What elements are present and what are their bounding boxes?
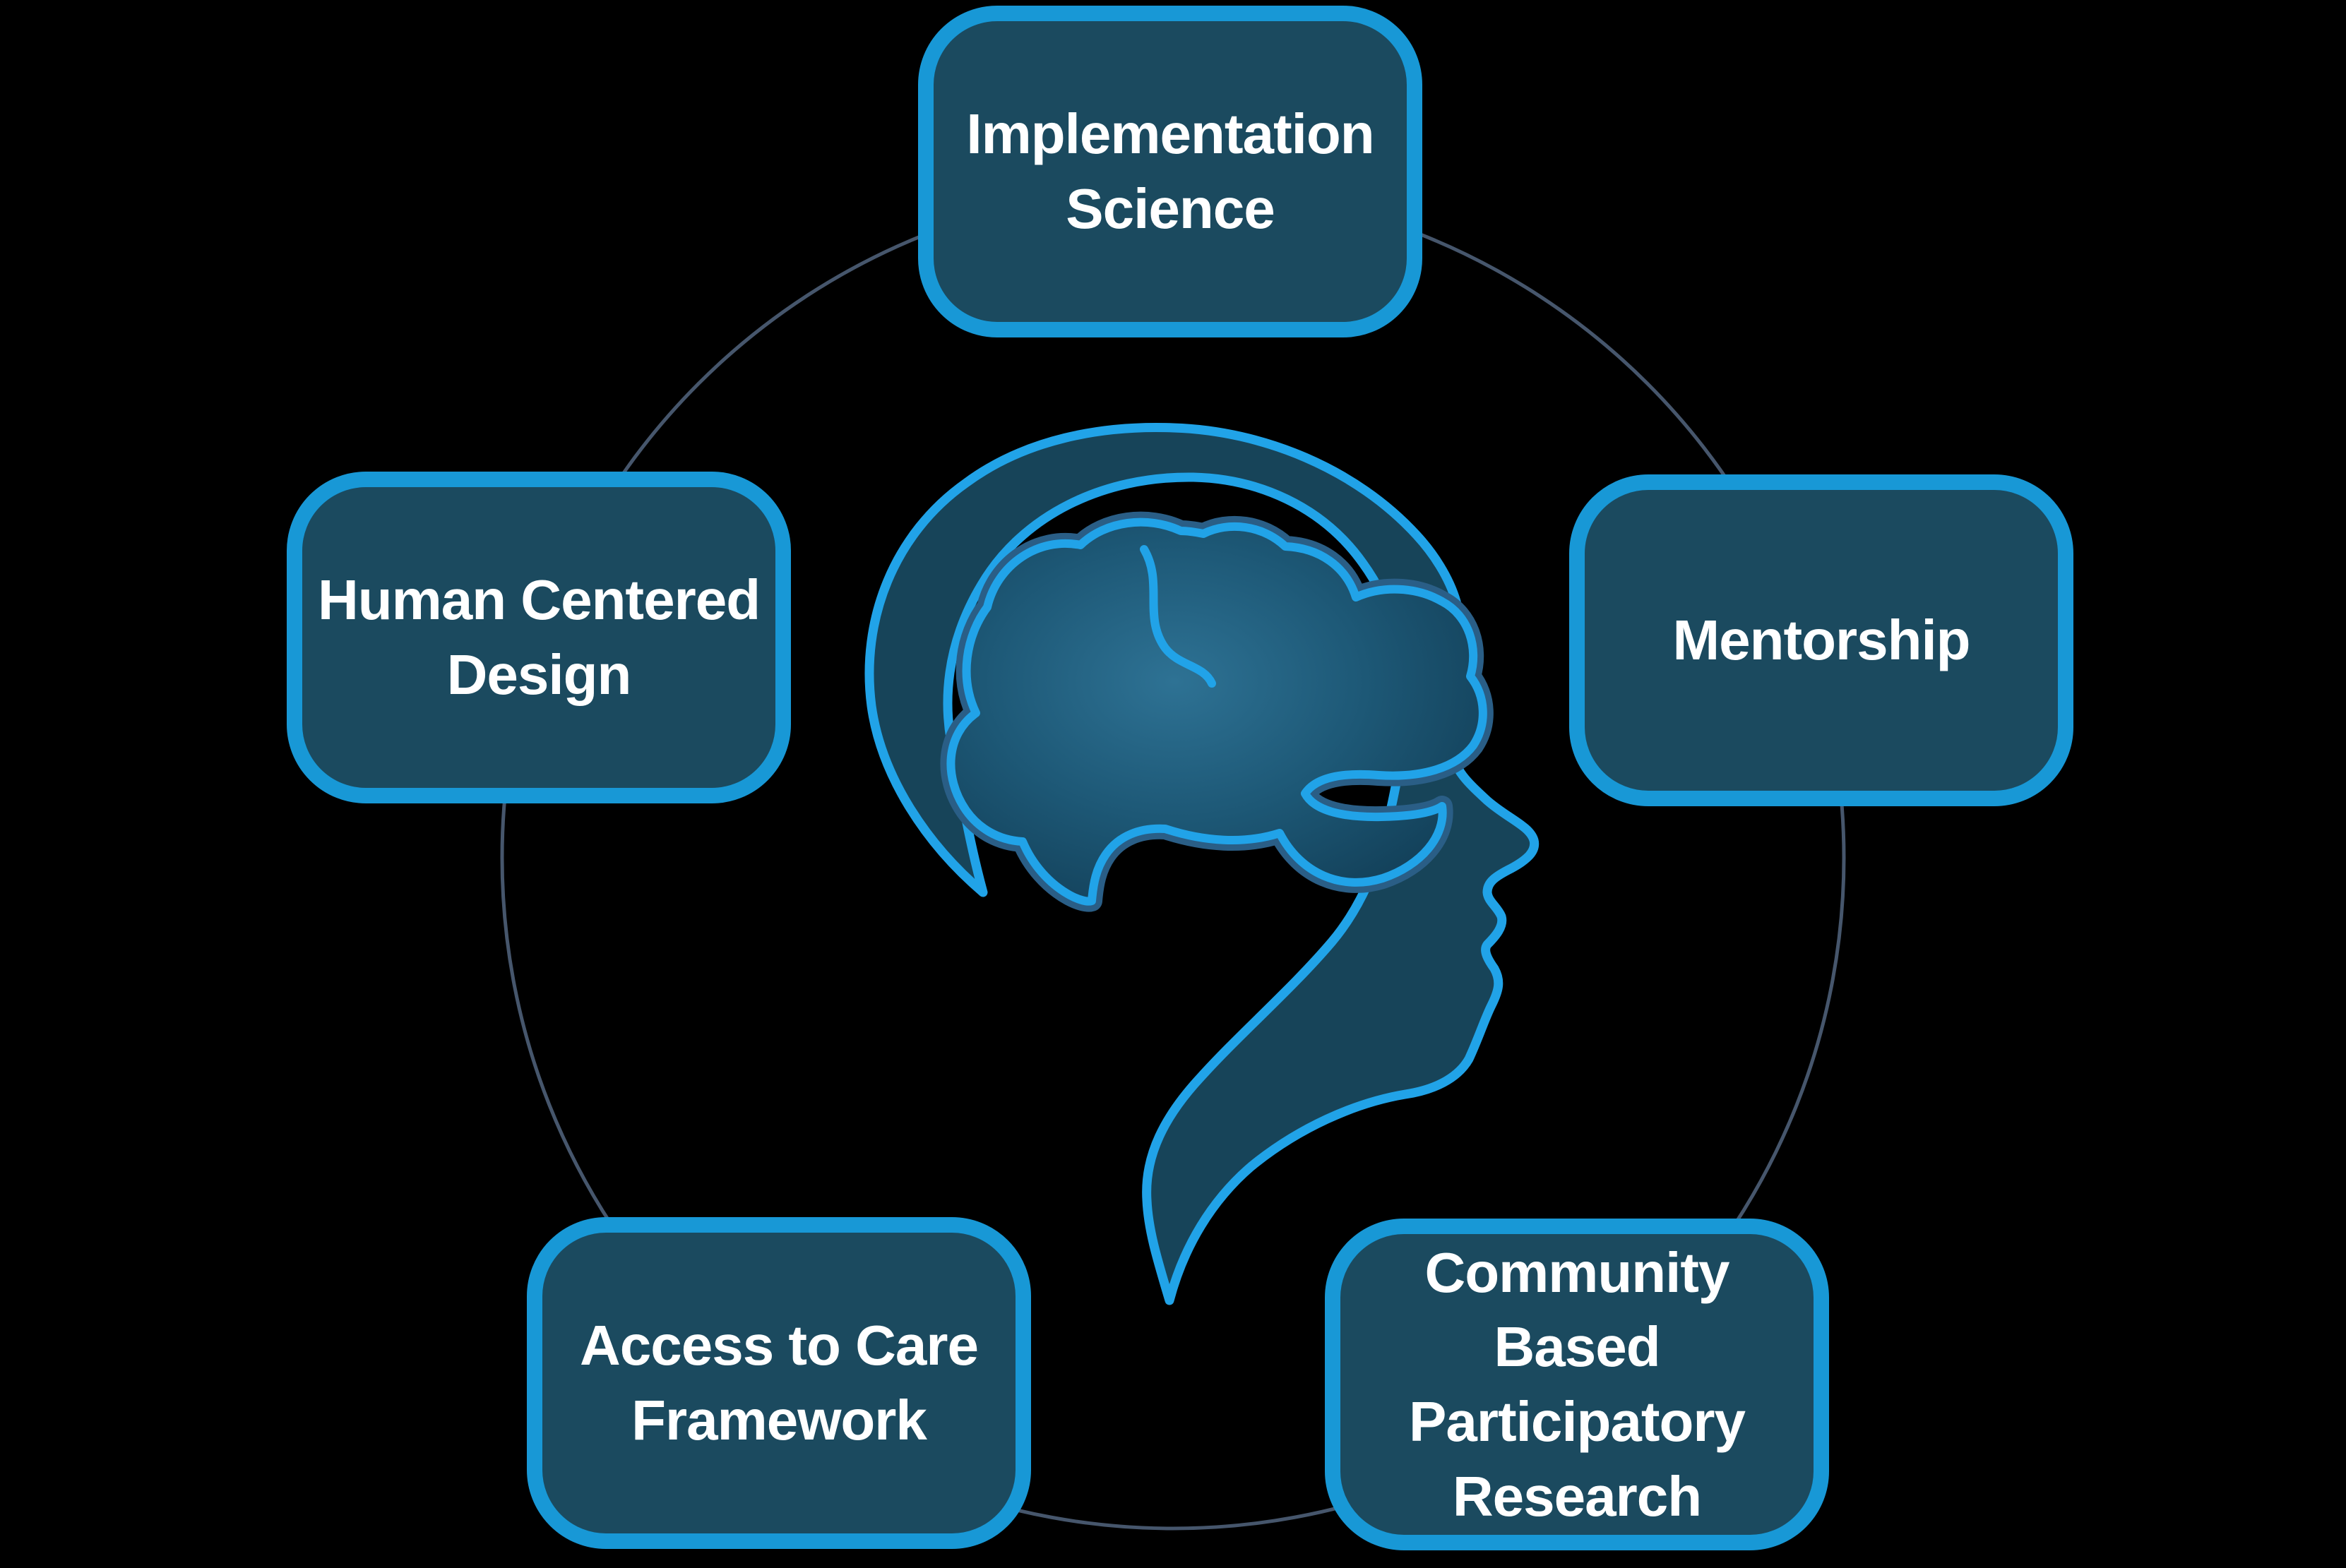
node-label: Community Based Participatory Research [1408, 1240, 1746, 1528]
head-silhouette-path [864, 423, 1540, 1305]
node-community-based-participatory-research: Community Based Participatory Research [1325, 1219, 1829, 1550]
node-label: Implementation Science [966, 102, 1374, 240]
node-human-centered-design: Human Centered Design [287, 472, 791, 803]
node-access-to-care-framework: Access to Care Framework [527, 1217, 1031, 1549]
brain-sulcus-line [1140, 545, 1216, 688]
node-label: Access to Care Framework [579, 1314, 979, 1452]
brain-icon [946, 517, 1487, 906]
node-label: Human Centered Design [317, 568, 761, 706]
node-label: Mentorship [1672, 609, 1970, 672]
node-implementation-science: Implementation Science [918, 6, 1422, 337]
head-brain-icon [864, 423, 1540, 1305]
node-mentorship: Mentorship [1569, 474, 2073, 806]
